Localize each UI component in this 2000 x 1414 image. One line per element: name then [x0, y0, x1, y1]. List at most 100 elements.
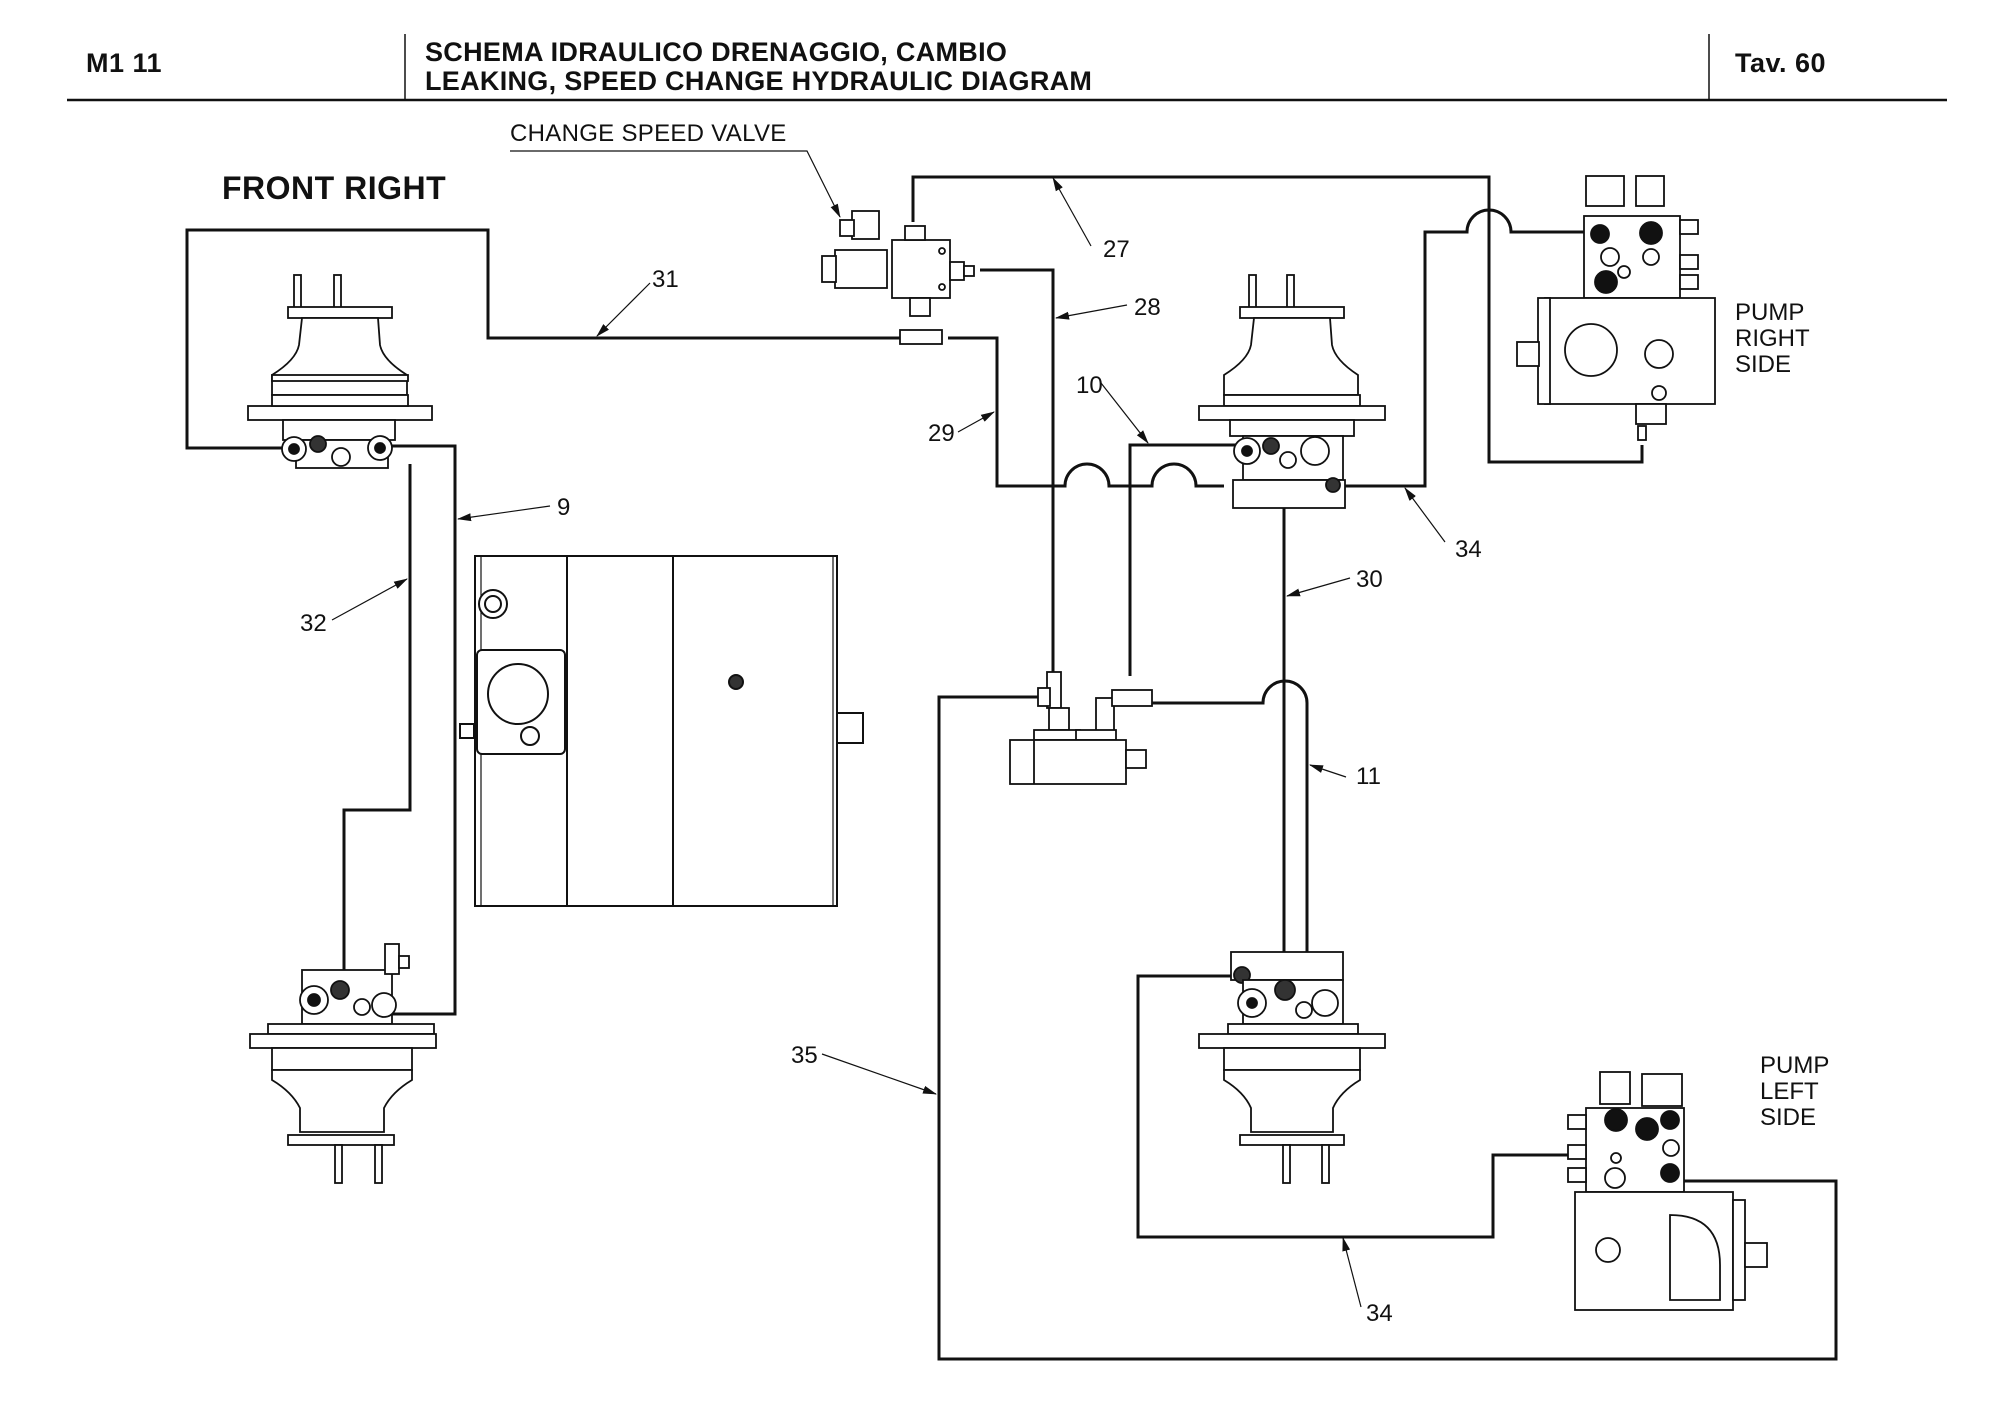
- leader-30: [1286, 577, 1351, 597]
- hub-plate: [1239, 1134, 1345, 1146]
- solenoid: [1635, 175, 1665, 207]
- title-block: [67, 34, 1947, 102]
- pump-cover: [1564, 323, 1618, 377]
- pump-right-side[interactable]: [1516, 175, 1716, 441]
- callout-34-lower: 34: [1366, 1300, 1393, 1327]
- leader-35: [821, 1053, 937, 1095]
- motor-body: [1223, 1069, 1361, 1133]
- pump-housing: [1669, 1214, 1721, 1301]
- pipe-35: [937, 695, 1838, 1361]
- motor-ring: [271, 394, 409, 407]
- stud: [1282, 1144, 1291, 1184]
- port-p: [904, 225, 926, 241]
- callout-29: 29: [928, 420, 955, 447]
- motor-body: [271, 317, 408, 396]
- solenoid: [1585, 175, 1625, 207]
- motor-rear-right[interactable]: [1198, 274, 1386, 509]
- stud: [334, 1144, 343, 1184]
- level-plug: [728, 674, 744, 690]
- valve-block: [1229, 419, 1355, 437]
- tee-fitting: [899, 329, 943, 345]
- filter-body: [1009, 739, 1127, 785]
- callout-27: 27: [1103, 236, 1130, 263]
- leader-9: [457, 505, 551, 522]
- change-speed-valve[interactable]: [821, 210, 975, 345]
- label-line: PUMP: [1735, 299, 1805, 326]
- fitting: [384, 943, 400, 975]
- return-fitting: [459, 723, 475, 739]
- label-line: PUMP: [1760, 1052, 1830, 1079]
- callout-10: 10: [1076, 372, 1103, 399]
- callout-34-upper: 34: [1455, 536, 1482, 563]
- flange: [249, 1033, 437, 1049]
- connector: [851, 210, 880, 240]
- leader-change-speed-valve: [510, 150, 841, 218]
- tee-fitting: [1111, 689, 1153, 707]
- port: [1300, 436, 1330, 466]
- callout-31: 31: [652, 266, 679, 293]
- flange: [247, 405, 433, 421]
- inspection-port: [487, 663, 549, 725]
- label-front-right: FRONT RIGHT: [222, 170, 447, 206]
- leader-34a: [1404, 487, 1446, 543]
- motor-ring: [271, 1047, 413, 1071]
- motor-front-left[interactable]: [1198, 951, 1386, 1184]
- label-line: SIDE: [1735, 351, 1792, 378]
- pipe-10: [1128, 443, 1236, 676]
- drain-port: [1637, 425, 1647, 441]
- label-change-speed-valve: CHANGE SPEED VALVE: [510, 120, 787, 147]
- leaders: [331, 150, 1446, 1308]
- label-line: LEFT: [1760, 1078, 1819, 1105]
- solenoid: [1641, 1073, 1683, 1107]
- hub-plate: [1239, 306, 1345, 319]
- pipes: [185, 175, 1838, 1361]
- label-pump-left-side: PUMP LEFT SIDE: [1760, 1053, 1829, 1131]
- drawing-title: SCHEMA IDRAULICO DRENAGGIO, CAMBIO LEAKI…: [425, 38, 1092, 96]
- pipe-34-upper: [1327, 208, 1612, 488]
- filter-outlet: [1125, 749, 1147, 769]
- callout-35: 35: [791, 1042, 818, 1069]
- callout-32: 32: [300, 610, 327, 637]
- outlet-fitting: [836, 712, 864, 744]
- stud: [1321, 1144, 1330, 1184]
- port-a: [909, 297, 931, 317]
- hydraulic-tank[interactable]: [459, 555, 864, 907]
- motor-body: [1223, 317, 1359, 396]
- motor-ring: [1223, 1047, 1361, 1071]
- hub-plate: [287, 306, 393, 319]
- pipe-29: [948, 336, 1224, 488]
- shaft: [1516, 341, 1540, 367]
- leader-29: [957, 411, 995, 433]
- label-line: SIDE: [1760, 1104, 1817, 1131]
- callout-9: 9: [557, 494, 571, 521]
- pipe-28: [980, 268, 1055, 676]
- leader-32: [331, 578, 408, 621]
- leader-11: [1309, 764, 1347, 778]
- pump-left-side[interactable]: [1567, 1071, 1768, 1311]
- port: [1311, 989, 1339, 1017]
- callout-11: 11: [1356, 763, 1381, 790]
- motor-rear-left[interactable]: [249, 943, 437, 1184]
- label-pump-right-side: PUMP RIGHT SIDE: [1735, 300, 1810, 378]
- label-line: RIGHT: [1735, 325, 1810, 352]
- mount-flange: [1732, 1199, 1746, 1301]
- hub-plate: [287, 1134, 395, 1146]
- valve-base: [267, 1023, 435, 1035]
- pipe-27: [911, 175, 1644, 464]
- flange: [1198, 1033, 1386, 1049]
- callout-30: 30: [1356, 566, 1383, 593]
- drawing-code: M1 11: [86, 48, 163, 78]
- motor-front-right[interactable]: [247, 274, 433, 469]
- pipe-34-lower: [1136, 974, 1597, 1239]
- pipe-9: [385, 444, 457, 1016]
- title-italian: SCHEMA IDRAULICO DRENAGGIO, CAMBIO: [425, 37, 1008, 67]
- motor-body: [271, 1069, 413, 1133]
- leader-34b: [1342, 1237, 1362, 1308]
- callout-28: 28: [1134, 294, 1161, 321]
- stud: [374, 1144, 383, 1184]
- drain-filter[interactable]: [1009, 671, 1153, 785]
- port-t: [949, 261, 965, 281]
- motor-band: [271, 374, 409, 382]
- solenoid-coil: [834, 249, 888, 289]
